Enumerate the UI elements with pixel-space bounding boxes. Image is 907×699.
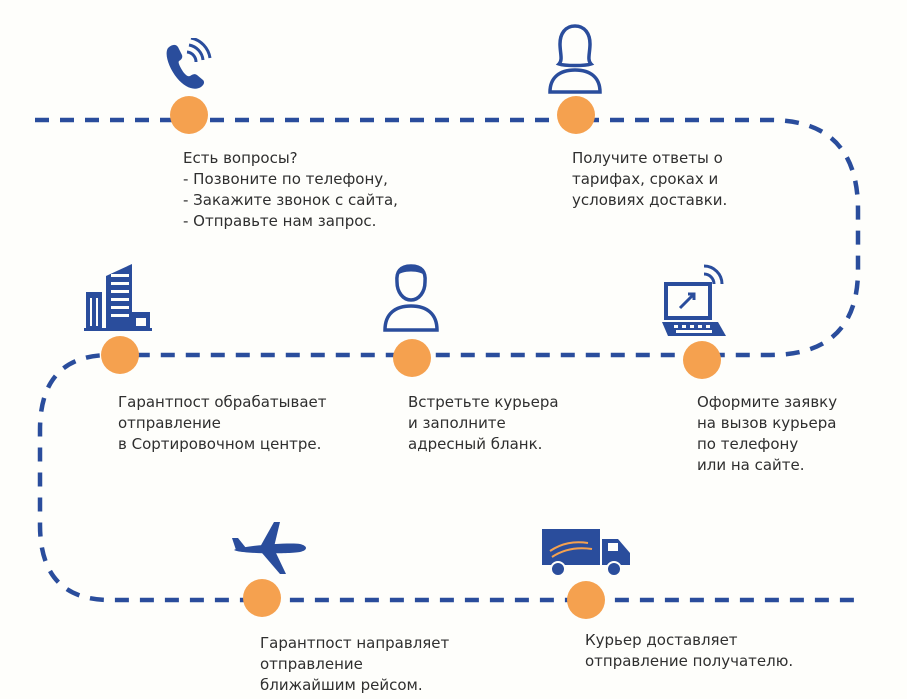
step-7-text: Курьер доставляет отправление получателю… (585, 631, 794, 670)
step-1-text: Есть вопросы? - Позвоните по телефону, -… (183, 149, 398, 230)
step-node-5 (101, 336, 139, 374)
laptop-wifi-icon (662, 264, 726, 336)
step-node-3 (683, 341, 721, 379)
step-5-text: Гарантпост обрабатывает отправление в Со… (118, 393, 327, 453)
step-node-4 (393, 339, 431, 377)
person-woman-icon (548, 24, 602, 94)
step-node-2 (557, 96, 595, 134)
step-2-text: Получите ответы о тарифах, сроках и усло… (572, 149, 728, 209)
step-4-text: Встретьте курьера и заполните адресный б… (408, 393, 559, 453)
truck-icon (542, 529, 630, 577)
step-6-text: Гарантпост направляет отправление ближай… (260, 634, 450, 694)
courier-man-icon (383, 264, 439, 332)
step-3-text: Оформите заявку на вызов курьера по теле… (697, 393, 838, 474)
step-node-6 (243, 579, 281, 617)
building-icon (84, 264, 152, 331)
airplane-icon (232, 522, 306, 574)
step-node-7 (567, 581, 605, 619)
phone-icon (166, 38, 212, 89)
step-node-1 (170, 96, 208, 134)
